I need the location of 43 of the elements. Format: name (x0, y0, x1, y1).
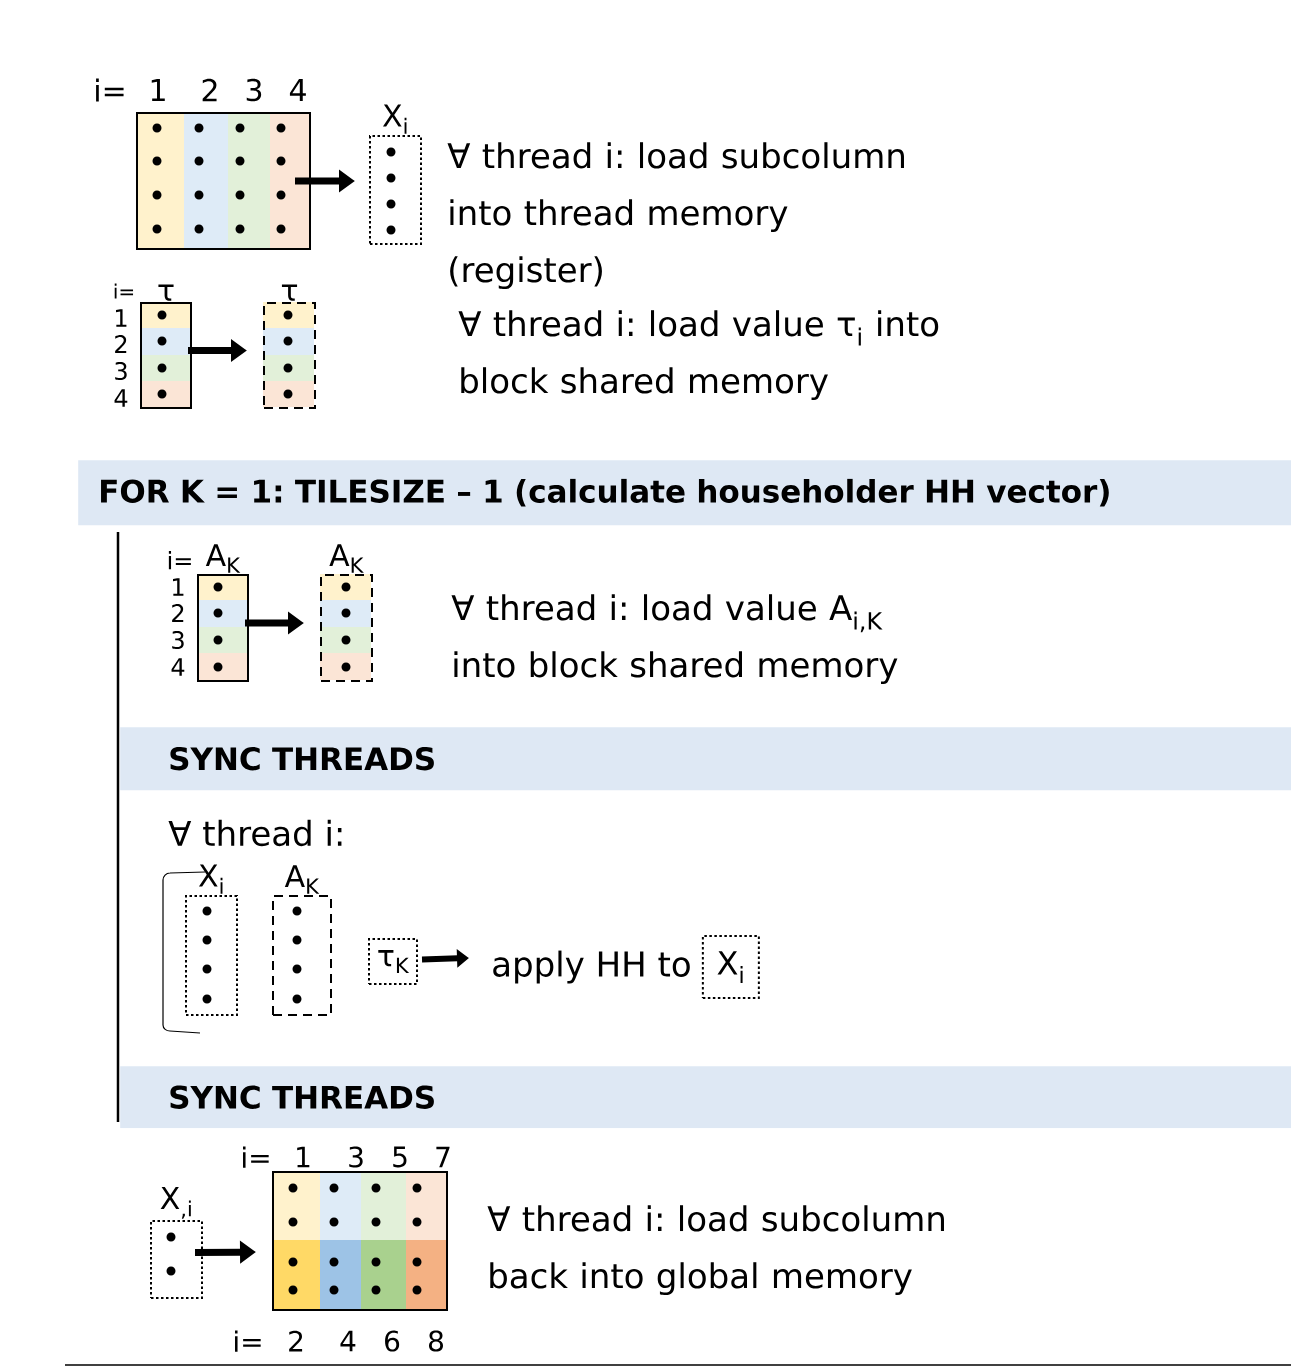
register-box: X$_{i}$ (701, 935, 760, 999)
index-label: i= (243, 1146, 269, 1168)
index-label: 4 (114, 389, 128, 407)
shared-memory-column: A$_{K}$ (320, 544, 373, 682)
node-label: X$_{,i}$ (160, 1187, 191, 1219)
node-label: τ (281, 284, 298, 301)
value-box: τ$_{K}$ (368, 938, 418, 985)
register-box: X$_{,i}$ (150, 1187, 203, 1299)
node-label: A$_{K}$ (329, 544, 364, 573)
step-text: apply HH to (493, 950, 690, 984)
index-label: i= (168, 550, 191, 570)
shared-memory-column: τ (263, 284, 316, 409)
index-label: 1 (173, 578, 184, 596)
index-label: i= (235, 1330, 261, 1352)
sync-band: SYNC THREADS (120, 727, 1291, 791)
node-label: A$_{K}$ (205, 544, 241, 573)
description-text: ∀ thread i: load subcolumn back into global memory (487, 1205, 944, 1296)
index-label: 1 (297, 1146, 310, 1168)
description-text: ∀ thread i: load subcolumn into thread memory (register) (447, 142, 904, 290)
description-text: ∀ thread i: load value A$_{i,K}$ into block shared memory (451, 594, 898, 685)
matrix-drawing (136, 112, 311, 250)
loop-header-band: FOR K = 1: TILESIZE – 1 (calculate householder HH vector) (78, 460, 1291, 526)
index-label: 4 (171, 658, 185, 676)
node-label: X$_{i}$ (382, 104, 407, 134)
step-text: ∀ thread i: (168, 819, 342, 847)
index-label: 3 (349, 1146, 363, 1168)
sync-band: SYNC THREADS (120, 1066, 1291, 1129)
vector-column: A$_{K}$ (197, 544, 249, 682)
index-label: i= (114, 283, 134, 299)
node-label: τ (158, 284, 174, 301)
vector-column: τ (140, 284, 192, 409)
description-text: ∀ thread i: load value τ$_{i}$ into block shared memory (458, 310, 939, 401)
register-box: X$_{i}$ (369, 104, 422, 245)
index-label: 4 (289, 79, 306, 101)
shared-memory-column: A$_{K}$ (272, 865, 332, 1016)
index-label: 5 (393, 1146, 407, 1168)
register-box: X$_{i}$ (185, 864, 238, 1016)
matrix-drawing (272, 1171, 448, 1311)
index-label: i= (96, 78, 124, 102)
index-label: 7 (436, 1146, 450, 1168)
index-label: 1 (116, 309, 127, 327)
node-label: X$_{i}$ (198, 864, 223, 894)
node-label: A$_{K}$ (284, 865, 320, 894)
